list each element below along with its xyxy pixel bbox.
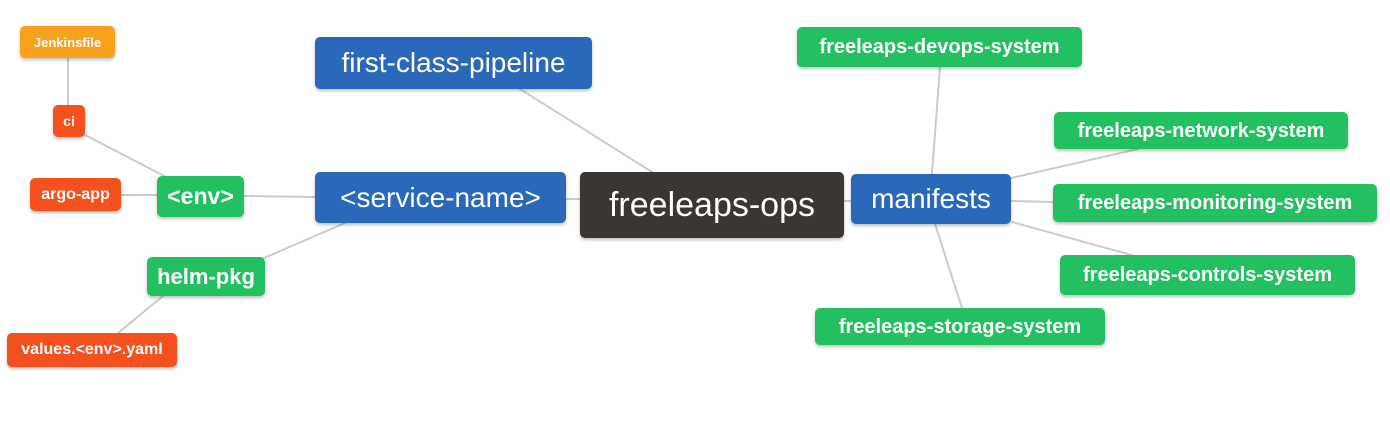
node-label: Jenkinsfile [33,34,102,50]
node-label: ci [63,113,75,129]
edge-manifests-storage-system [934,223,963,309]
node-label: manifests [871,183,991,214]
edge-service-name-helm-pkg [263,222,346,259]
node-devops-system[interactable]: freeleaps-devops-system [797,27,1082,67]
node-controls-system[interactable]: freeleaps-controls-system [1060,255,1355,295]
node-first-class-pipeline[interactable]: first-class-pipeline [315,37,592,89]
node-label: freeleaps-storage-system [838,315,1082,338]
node-label: freeleaps-ops [608,186,815,224]
edge-manifests-network-system [1010,148,1139,179]
node-helm-pkg[interactable]: helm-pkg [147,257,265,296]
node-label: first-class-pipeline [341,47,566,78]
node-label: freeleaps-network-system [1077,119,1325,142]
node-monitoring-system[interactable]: freeleaps-monitoring-system [1053,184,1377,222]
node-network-system[interactable]: freeleaps-network-system [1054,112,1348,149]
edge-env-service-name [243,195,316,198]
node-freeleaps-ops[interactable]: freeleaps-ops [580,172,844,238]
node-env[interactable]: <env> [157,176,244,217]
edge-manifests-devops-system [931,66,941,175]
node-label: freeleaps-monitoring-system [1077,192,1353,214]
node-label: <env> [167,183,234,209]
node-label: values.<env>.yaml [21,341,163,358]
edge-helm-pkg-values-env-yaml [117,295,164,334]
node-ci[interactable]: ci [53,105,85,137]
edge-ci-env [84,134,167,178]
node-jenkinsfile[interactable]: Jenkinsfile [20,26,115,58]
node-label: helm-pkg [157,263,255,289]
node-service-name[interactable]: <service-name> [315,172,566,223]
node-argo-app[interactable]: argo-app [30,178,121,211]
node-manifests[interactable]: manifests [851,174,1011,224]
node-label: freeleaps-controls-system [1083,264,1332,286]
node-label: argo-app [41,185,110,203]
edge-manifests-controls-system [1011,221,1136,257]
node-storage-system[interactable]: freeleaps-storage-system [815,308,1105,345]
edge-first-class-pipeline-freeleaps-ops [519,88,653,173]
node-label: <service-name> [340,181,541,213]
edge-manifests-monitoring-system [1010,200,1054,203]
node-values-env-yaml[interactable]: values.<env>.yaml [7,333,177,367]
node-label: freeleaps-devops-system [819,36,1060,58]
